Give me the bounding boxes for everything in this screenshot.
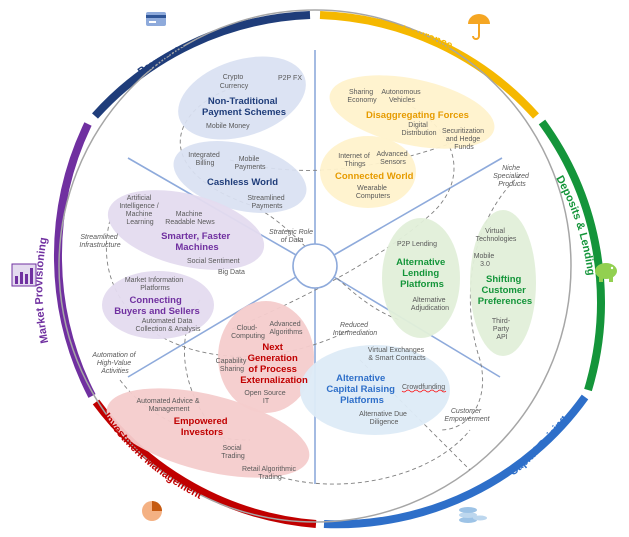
smarter-machines-ellipse — [107, 190, 265, 270]
automated-data-label: Automated Data Collection & Analysis — [136, 318, 201, 333]
automated-advice-label: Automated Advice & Management — [137, 398, 202, 413]
spoke-upper-right — [333, 157, 503, 256]
p2p-lending-label: P2P Lending — [397, 241, 437, 248]
connected-world-ellipse — [320, 136, 416, 208]
segment-deposits-arc — [538, 119, 605, 392]
capital-raising-platforms-ellipse — [300, 345, 450, 435]
sharing-economy-label: Sharing Economy — [347, 89, 377, 104]
bar-chart-icon — [11, 263, 37, 287]
segment-capital-arc — [323, 394, 589, 529]
machine-readable-news-label: Machine Readable News — [165, 211, 215, 226]
retail-algorithmic-label: Retail Algorithmic Trading — [242, 466, 298, 481]
shifting-preferences-ellipse — [470, 210, 536, 356]
dashed-curve — [183, 299, 471, 485]
connecting-buyers-ellipse — [102, 271, 214, 339]
dashed-curve — [359, 359, 471, 471]
non-traditional-payments-ellipse — [178, 56, 306, 140]
mobile-3-label: Mobile 3.0 — [474, 253, 497, 268]
umbrella-icon — [468, 14, 490, 40]
non-traditional-title: Non-Traditional Payment Schemes — [202, 96, 286, 118]
cluster-ellipses — [102, 56, 536, 478]
p2p-fx-label: P2P FX — [278, 75, 302, 82]
connecting-buyers-title: Connecting Buyers and Sellers — [114, 295, 200, 317]
autonomous-vehicles-label: Autonomous Vehicles — [381, 89, 422, 104]
spoke-lower-left — [127, 276, 297, 378]
capital-raising-platforms-title: Alternative Capital Raising Platforms — [326, 373, 397, 406]
cloud-computing-label: Cloud- Computing — [231, 325, 265, 340]
pie-chart-icon — [142, 501, 162, 521]
theme-strategic-role-of-data: Strategic Role of Data — [269, 229, 315, 244]
iot-label: Internet of Things — [338, 153, 371, 168]
alternative-adjudication-label: Alternative Adjudication — [411, 297, 449, 312]
crowdfunding-spellcheck-underline — [401, 389, 447, 393]
piggy-bank-icon — [595, 263, 617, 282]
credit-card-icon — [146, 12, 166, 26]
wearable-computers-label: Wearable Computers — [356, 185, 391, 200]
smarter-machines-title: Smarter, Faster Machines — [161, 231, 233, 253]
disaggregating-forces-title: Disaggregating Forces — [366, 110, 469, 121]
digital-distribution-label: Digital Distribution — [401, 122, 436, 137]
alternative-due-diligence-label: Alternative Due Diligence — [359, 411, 409, 426]
theme-customer-empowerment: Customer Empowerment — [444, 408, 490, 423]
integrated-billing-label: Integrated Billing — [188, 152, 221, 167]
virtual-exchanges-label: Virtual Exchanges & Smart Contracts — [368, 347, 426, 362]
social-trading-label: Social Trading — [221, 445, 245, 460]
cashless-world-ellipse — [173, 141, 307, 213]
segment-payments-arc — [92, 11, 311, 119]
open-source-it-label: Open Source IT — [244, 390, 287, 405]
market-information-label: Market Information Platforms — [125, 277, 185, 292]
process-externalization-title: Next Generation of Process Externalizati… — [240, 342, 308, 386]
disaggregating-forces-ellipse — [329, 75, 495, 149]
mobile-payments-label: Mobile Payments — [234, 156, 266, 171]
theme-reduced-intermediation: Reduced Intermediation — [333, 322, 377, 337]
coin-stack-icon — [459, 507, 487, 523]
dashed-curve — [439, 174, 521, 431]
crypto-currency-label: Crypto Currency — [220, 74, 249, 90]
connected-world-title: Connected World — [335, 171, 414, 182]
virtual-technologies-label: Virtual Technologies — [476, 228, 517, 243]
mobile-money-label: Mobile Money — [206, 123, 250, 130]
advanced-algorithms-label: Advanced Algorithms — [269, 321, 303, 336]
segment-label-insurance: Insurance — [401, 24, 455, 52]
theme-niche-specialized-products: Niche Specialized Products — [493, 165, 531, 188]
shifting-preferences-title: Shifting Customer Preferences — [478, 274, 532, 307]
segment-label-payments: Payments — [136, 42, 188, 78]
advanced-sensors-label: Advanced Sensors — [376, 151, 409, 166]
empowered-investors-ellipse — [106, 388, 310, 478]
lending-platforms-title: Alternative Lending Platforms — [396, 257, 448, 290]
theme-streamlined-infrastructure: Streamlined Infrastructure — [79, 234, 120, 249]
lending-platforms-ellipse — [382, 218, 460, 338]
big-data-label: Big Data — [218, 269, 245, 276]
segment-insurance-arc — [319, 11, 539, 119]
inner-ring — [58, 9, 572, 523]
theme-automation-of-high-value-activities: Automation of High-Value Activities — [91, 352, 137, 375]
segment-label-market: Market Provisioning — [33, 236, 51, 344]
cashless-world-title: Cashless World — [207, 177, 278, 188]
social-sentiment-label: Social Sentiment — [187, 258, 240, 265]
process-externalization-ellipse — [218, 301, 314, 413]
center-hub — [292, 243, 338, 289]
empowered-investors-title: Empowered Investors — [174, 416, 231, 438]
capability-sharing-label: Capability Sharing — [216, 358, 249, 373]
third-party-api-label: Third- Party API — [492, 318, 512, 341]
streamlined-payments-label: Streamlined Payments — [247, 195, 286, 210]
ai-ml-label: Artificial Intelligence / Machine Learni… — [119, 195, 160, 226]
securitization-label: Securitization and Hedge Funds — [442, 128, 486, 151]
crowdfunding-label: Crowdfunding — [402, 384, 445, 391]
